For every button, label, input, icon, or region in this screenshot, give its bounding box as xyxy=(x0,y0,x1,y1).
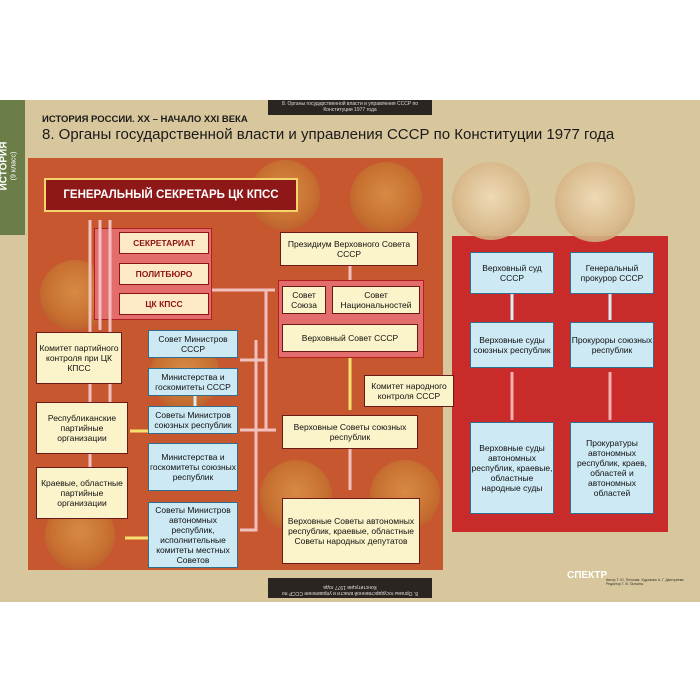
ministries-republics: Министерства и госкомитеты союзных респу… xyxy=(148,443,238,491)
council-of-ministers-republics: Советы Министров союзных республик xyxy=(148,406,238,434)
central-committee: ЦК КПСС xyxy=(119,293,209,315)
regional-party-orgs: Краевые, областные партийные организации xyxy=(36,467,128,519)
prosecutors-autonomous: Прокуратуры автономных республик, краев,… xyxy=(570,422,654,514)
secretariat: СЕКРЕТАРИАТ xyxy=(119,232,209,254)
emblem-icon xyxy=(452,162,530,240)
emblem-icon xyxy=(350,162,422,234)
presidium-supreme-soviet: Президиум Верховного Совета СССР xyxy=(280,232,418,266)
republican-party-orgs: Республиканские партийные организации xyxy=(36,402,128,454)
courts-autonomous: Верховные суды автономных республик, кра… xyxy=(470,422,554,514)
subject-band: ИСТОРИЯ (9 класс) xyxy=(0,100,25,235)
prosecutor-general: Генеральный прокурор СССР xyxy=(570,252,654,294)
ministries-ussr: Министерства и госкомитеты СССР xyxy=(148,368,238,396)
credits: Автор Т. Ю. Петрова. Художник А. Г. Дмит… xyxy=(606,578,685,586)
politburo: ПОЛИТБЮРО xyxy=(119,263,209,285)
publisher-logo: СПЕКТР xyxy=(567,570,608,581)
page-title: 8. Органы государственной власти и управ… xyxy=(42,126,615,143)
council-of-ministers: Совет Министров СССР xyxy=(148,330,238,358)
council-of-nationalities: Совет Национальностей xyxy=(332,286,420,314)
council-of-union: Совет Союза xyxy=(282,286,326,314)
supreme-soviet: Верховный Совет СССР xyxy=(282,324,418,352)
peoples-control-committee: Комитет народного контроля СССР xyxy=(364,375,454,407)
supreme-soviets-republics: Верховные Советы союзных республик xyxy=(282,415,418,449)
supreme-court: Верховный суд СССР xyxy=(470,252,554,294)
supreme-soviets-autonomous: Верховные Советы автономных республик, к… xyxy=(282,498,420,564)
council-of-ministers-autonomous: Советы Министров автономных республик, и… xyxy=(148,502,238,568)
party-control-committee: Комитет партийного контроля при ЦК КПСС xyxy=(36,332,122,384)
emblem-icon xyxy=(555,162,635,242)
general-secretary: ГЕНЕРАЛЬНЫЙ СЕКРЕТАРЬ ЦК КПСС xyxy=(44,178,298,212)
series-title: ИСТОРИЯ РОССИИ. XX – НАЧАЛО XXI ВЕКА xyxy=(42,114,248,125)
poster: ИСТОРИЯ (9 класс) 8. Органы государствен… xyxy=(0,100,700,602)
prosecutors-republics: Прокуроры союзных республик xyxy=(570,322,654,368)
supreme-courts-republics: Верховные суды союзных республик xyxy=(470,322,554,368)
top-caption: 8. Органы государственной власти и управ… xyxy=(268,100,432,115)
bottom-caption: 8. Органы государственной власти и управ… xyxy=(268,578,432,598)
